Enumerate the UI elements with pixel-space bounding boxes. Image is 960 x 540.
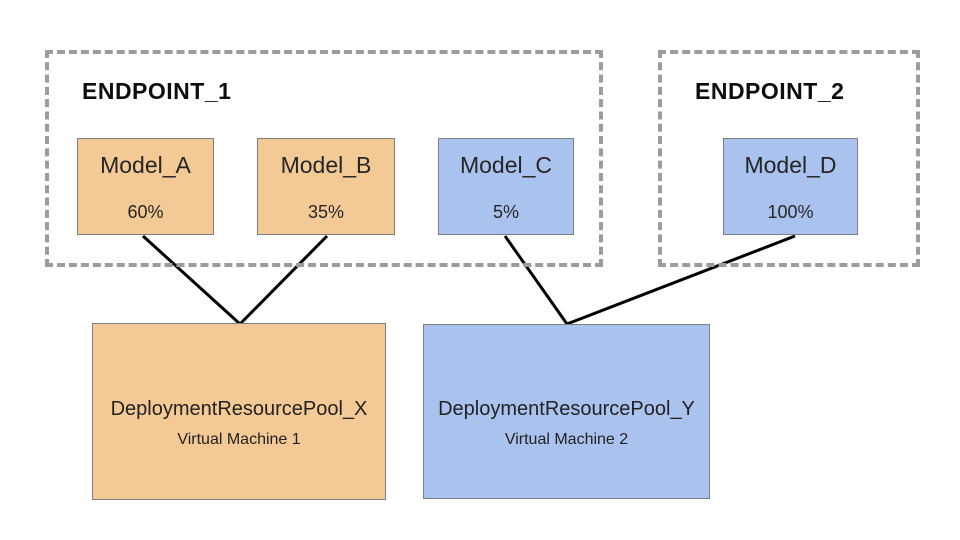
model-box-model-c: Model_C 5% [438,138,574,235]
model-box-model-d: Model_D 100% [723,138,858,235]
model-d-traffic-split: 100% [767,202,814,222]
endpoint-1-label: ENDPOINT_1 [82,78,232,104]
model-d-name: Model_D [744,152,837,178]
model-c-name: Model_C [459,152,553,178]
model-box-model-b: Model_B 35% [257,138,395,235]
pool-x-name: DeploymentResourcePool_X [110,398,368,420]
endpoint-2-label: ENDPOINT_2 [695,78,845,104]
model-c-traffic-split: 5% [492,202,519,222]
model-b-name: Model_B [280,152,372,178]
pool-x-machine: Virtual Machine 1 [177,431,301,448]
endpoint-2-group: ENDPOINT_2 Model_D 100% [658,50,920,267]
pool-y-machine: Virtual Machine 2 [504,431,629,448]
endpoint-1-group: ENDPOINT_1 Model_A 60% Model_B 35% Model… [45,50,603,267]
model-box-model-a: Model_A 60% [77,138,214,235]
pool-box-deployment-resource-pool-x: DeploymentResourcePool_X Virtual Machine… [92,323,386,500]
model-a-name: Model_A [100,152,191,178]
pool-y-name: DeploymentResourcePool_Y [438,398,695,420]
model-a-traffic-split: 60% [127,202,164,222]
pool-box-deployment-resource-pool-y: DeploymentResourcePool_Y Virtual Machine… [423,324,710,499]
model-b-traffic-split: 35% [307,202,345,222]
